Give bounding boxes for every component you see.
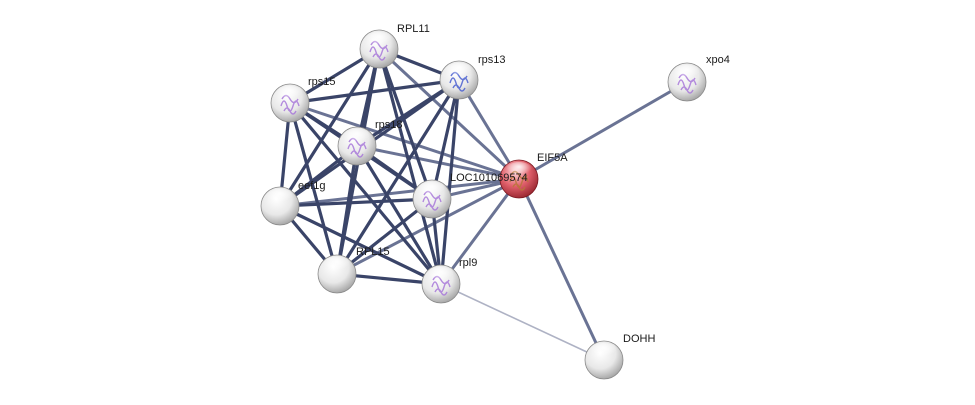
edge-LOC101069574-eef1g[interactable] bbox=[278, 197, 434, 208]
node-label: EIF5A bbox=[537, 152, 568, 164]
node-label: eef1g bbox=[298, 180, 326, 192]
node-highlight bbox=[365, 32, 393, 48]
node-highlight bbox=[505, 162, 533, 178]
node-highlight bbox=[276, 86, 304, 102]
edge-EIF5A-DOHH[interactable] bbox=[517, 177, 606, 362]
node-label: rpl9 bbox=[459, 257, 477, 269]
edge-EIF5A-RPL11[interactable] bbox=[377, 47, 521, 181]
node-RPL15[interactable]: RPL15 bbox=[317, 246, 390, 294]
edge-rps18-rpl9[interactable] bbox=[355, 144, 443, 286]
edge-layer bbox=[278, 47, 689, 362]
edge-EIF5A-rps18[interactable] bbox=[355, 144, 521, 181]
node-eef1g[interactable]: eef1g bbox=[260, 180, 326, 226]
node-label: rps13 bbox=[478, 54, 506, 66]
node-rps18[interactable]: rps18 bbox=[337, 119, 403, 166]
node-label: DOHH bbox=[623, 333, 655, 345]
edge-RPL11-LOC101069574[interactable] bbox=[377, 47, 434, 201]
edge-rps13-rps15[interactable] bbox=[288, 78, 461, 105]
node-highlight bbox=[673, 65, 701, 81]
node-label: RPL11 bbox=[397, 23, 430, 35]
node-EIF5A[interactable]: EIF5A bbox=[499, 152, 568, 199]
edge-EIF5A-RPL15[interactable] bbox=[335, 177, 521, 276]
edge-rps13-rpl9[interactable] bbox=[439, 78, 461, 286]
node-highlight bbox=[418, 182, 446, 198]
node-rps13[interactable]: rps13 bbox=[439, 54, 506, 100]
node-label: xpo4 bbox=[706, 54, 730, 66]
node-highlight bbox=[343, 129, 371, 145]
node-label: RPL15 bbox=[356, 246, 390, 258]
node-highlight bbox=[590, 343, 618, 359]
edge-rps18-RPL15[interactable] bbox=[335, 144, 359, 276]
node-highlight bbox=[445, 63, 473, 79]
node-LOC101069574[interactable]: LOC101069574 bbox=[412, 172, 528, 219]
node-label: rps15 bbox=[308, 76, 336, 88]
node-label: LOC101069574 bbox=[450, 172, 528, 184]
edge-EIF5A-rpl9[interactable] bbox=[439, 177, 521, 286]
node-rpl9[interactable]: rpl9 bbox=[421, 257, 477, 304]
edge-EIF5A-xpo4[interactable] bbox=[517, 80, 689, 181]
edge-rpl9-DOHH[interactable] bbox=[440, 283, 605, 361]
edge-LOC101069574-RPL15[interactable] bbox=[335, 197, 434, 276]
node-highlight bbox=[266, 189, 294, 205]
edge-eef1g-rpl9[interactable] bbox=[278, 204, 443, 286]
edge-rps15-rpl9[interactable] bbox=[288, 101, 443, 286]
node-xpo4[interactable]: xpo4 bbox=[667, 54, 730, 102]
edge-EIF5A-eef1g[interactable] bbox=[278, 177, 521, 208]
edge-rps15-RPL15[interactable] bbox=[288, 101, 339, 276]
node-highlight bbox=[323, 257, 351, 273]
node-rps15[interactable]: rps15 bbox=[270, 76, 336, 123]
node-DOHH[interactable]: DOHH bbox=[584, 333, 655, 380]
node-highlight bbox=[427, 267, 455, 283]
edge-rps13-LOC101069574[interactable] bbox=[430, 78, 461, 201]
node-RPL11[interactable]: RPL11 bbox=[359, 23, 430, 69]
node-label: rps18 bbox=[375, 119, 403, 131]
